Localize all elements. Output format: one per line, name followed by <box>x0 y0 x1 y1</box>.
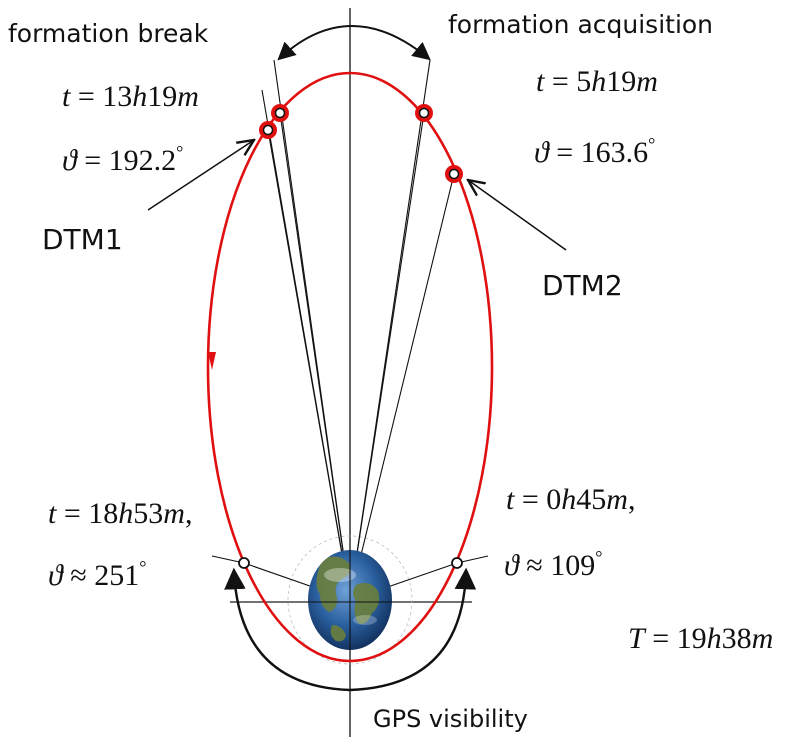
gps-visibility-arrow <box>224 567 477 692</box>
dtm1-pointer <box>147 140 254 211</box>
gps-left-time-equation: t = 18h53m, <box>48 497 192 530</box>
spacecraft-marker-icon <box>415 104 433 122</box>
formation-arc-arrow <box>277 25 431 61</box>
spacecraft-marker-icon <box>271 104 289 122</box>
gps-right-anomaly-equation: ϑ ≈ 109° <box>504 547 602 582</box>
earth-halo <box>287 535 413 665</box>
dtm2-label: DTM2 <box>542 269 623 302</box>
orbit-path <box>206 71 494 663</box>
acq-time-equation: t = 5h19m <box>536 65 658 98</box>
break-anomaly-equation: ϑ = 192.2° <box>62 142 183 177</box>
period-equation: T = 19h38m <box>628 622 773 655</box>
gps-visibility-label: GPS visibility <box>373 705 528 733</box>
gps-marker-left <box>238 557 250 569</box>
gps-left-anomaly-equation: ϑ ≈ 251° <box>48 557 146 592</box>
gps-marker-right <box>451 557 463 569</box>
formation-break-label: formation break <box>8 19 209 48</box>
break-time-equation: t = 13h19m <box>62 80 199 113</box>
spacecraft-marker-icon <box>259 121 277 139</box>
formation-acquisition-label: formation acquisition <box>448 10 713 39</box>
dtm2-pointer <box>468 180 567 251</box>
dtm1-label: DTM1 <box>42 223 123 256</box>
gps-right-time-equation: t = 0h45m, <box>506 483 635 516</box>
spacecraft-marker-icon <box>445 165 463 183</box>
acq-anomaly-equation: ϑ = 163.6° <box>534 134 655 169</box>
orbit-direction-arrow <box>208 352 216 370</box>
